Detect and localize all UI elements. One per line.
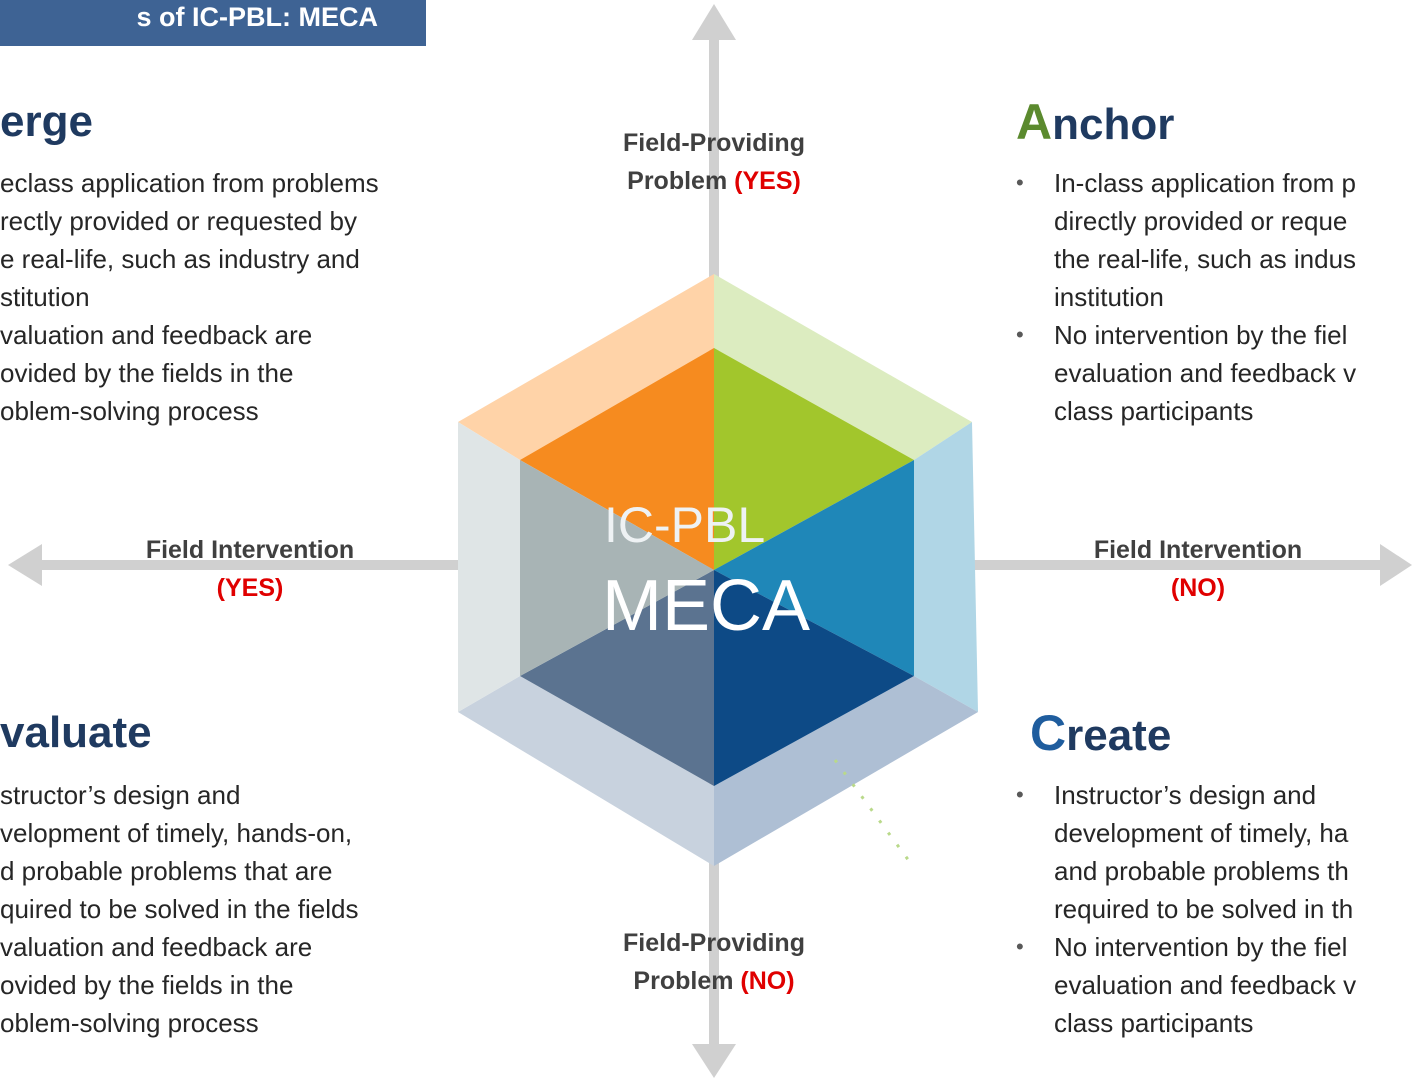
create-bullets: Instructor’s design and development of t… bbox=[1016, 776, 1356, 1042]
merge-line: e real-life, such as industry and bbox=[0, 244, 360, 274]
axis-label-left-line1: Field Intervention bbox=[145, 536, 355, 564]
center-label-meca: MECA bbox=[602, 566, 811, 646]
create-heading-rest: reate bbox=[1066, 711, 1172, 760]
outer-face-navy bbox=[714, 676, 978, 866]
merge-body: eclass application from problems rectly … bbox=[0, 164, 379, 430]
anchor-heading-rest: nchor bbox=[1052, 100, 1175, 149]
outer-face-blue bbox=[914, 422, 978, 712]
create-bullet: No intervention by the fiel evaluation a… bbox=[1016, 928, 1356, 1042]
page-title: s of IC-PBL: MECA bbox=[136, 2, 378, 32]
anchor-bullet: In-class application from p directly pro… bbox=[1016, 164, 1356, 316]
merge-line: valuation and feedback are bbox=[0, 320, 313, 350]
axis-label-left-highlight: (YES) bbox=[216, 574, 284, 602]
create-bullet: Instructor’s design and development of t… bbox=[1016, 776, 1356, 928]
evaluate-line: valuation and feedback are bbox=[0, 932, 313, 962]
segment-slate bbox=[520, 570, 714, 786]
outer-face-gray bbox=[458, 422, 520, 712]
axis-label-top-line1: Field-Providing bbox=[623, 129, 805, 157]
merge-line: ovided by the fields in the bbox=[0, 358, 294, 388]
anchor-heading-initial: A bbox=[1016, 94, 1053, 150]
segment-green bbox=[714, 348, 914, 570]
axis-label-right-highlight: (NO) bbox=[1170, 574, 1226, 602]
anchor-bullet: No intervention by the fiel evaluation a… bbox=[1016, 316, 1356, 430]
axis-label-right: Field Intervention (NO) bbox=[1058, 531, 1338, 607]
axis-label-bottom-line2: Problem (NO) bbox=[594, 962, 834, 1000]
axis-label-bottom-highlight: (NO) bbox=[740, 967, 795, 995]
merge-line: rectly provided or requested by bbox=[0, 206, 357, 236]
create-heading: Create bbox=[1030, 708, 1171, 761]
evaluate-heading: valuate bbox=[0, 708, 152, 757]
create-heading-initial: C bbox=[1030, 705, 1067, 761]
evaluate-line: d probable problems that are bbox=[0, 856, 333, 886]
axis-label-bottom-prefix: Problem bbox=[633, 967, 741, 995]
segment-orange bbox=[520, 348, 714, 570]
outer-face-slate bbox=[458, 676, 714, 866]
axis-label-top-highlight: (YES) bbox=[734, 167, 801, 195]
merge-line: eclass application from problems bbox=[0, 168, 379, 198]
evaluate-line: ovided by the fields in the bbox=[0, 970, 294, 1000]
title-banner: s of IC-PBL: MECA bbox=[0, 0, 426, 46]
merge-heading: erge bbox=[0, 97, 93, 146]
anchor-heading: Anchor bbox=[1016, 97, 1174, 150]
axis-arrow-up-icon bbox=[692, 4, 736, 40]
axis-arrow-down-icon bbox=[692, 1044, 736, 1078]
axis-arrow-right-icon bbox=[1380, 544, 1412, 586]
evaluate-line: velopment of timely, hands-on, bbox=[0, 818, 353, 848]
segment-gray bbox=[520, 460, 714, 676]
anchor-bullets: In-class application from p directly pro… bbox=[1016, 164, 1356, 430]
axis-label-bottom: Field-Providing Problem (NO) bbox=[594, 924, 834, 1000]
axis-label-right-line1: Field Intervention bbox=[1093, 536, 1303, 564]
merge-line: stitution bbox=[0, 282, 90, 312]
merge-line: oblem-solving process bbox=[0, 396, 259, 426]
axis-label-top: Field-Providing Problem (YES) bbox=[594, 124, 834, 200]
evaluate-line: structor’s design and bbox=[0, 780, 241, 810]
outer-face-green bbox=[714, 274, 972, 460]
axis-label-top-prefix: Problem bbox=[627, 167, 735, 195]
meca-hexagon bbox=[458, 274, 978, 866]
evaluate-line: oblem-solving process bbox=[0, 1008, 259, 1038]
center-label-ic-pbl: IC-PBL bbox=[604, 497, 766, 553]
evaluate-line: quired to be solved in the fields bbox=[0, 894, 359, 924]
outer-face-orange bbox=[458, 274, 714, 460]
evaluate-body: structor’s design and velopment of timel… bbox=[0, 776, 358, 1042]
segment-navy bbox=[714, 570, 914, 786]
segment-blue bbox=[714, 460, 914, 676]
axis-label-top-line2: Problem (YES) bbox=[594, 162, 834, 200]
axis-arrow-left-icon bbox=[8, 544, 42, 586]
axis-label-left: Field Intervention (YES) bbox=[110, 531, 390, 607]
axis-label-bottom-line1: Field-Providing bbox=[623, 929, 805, 957]
